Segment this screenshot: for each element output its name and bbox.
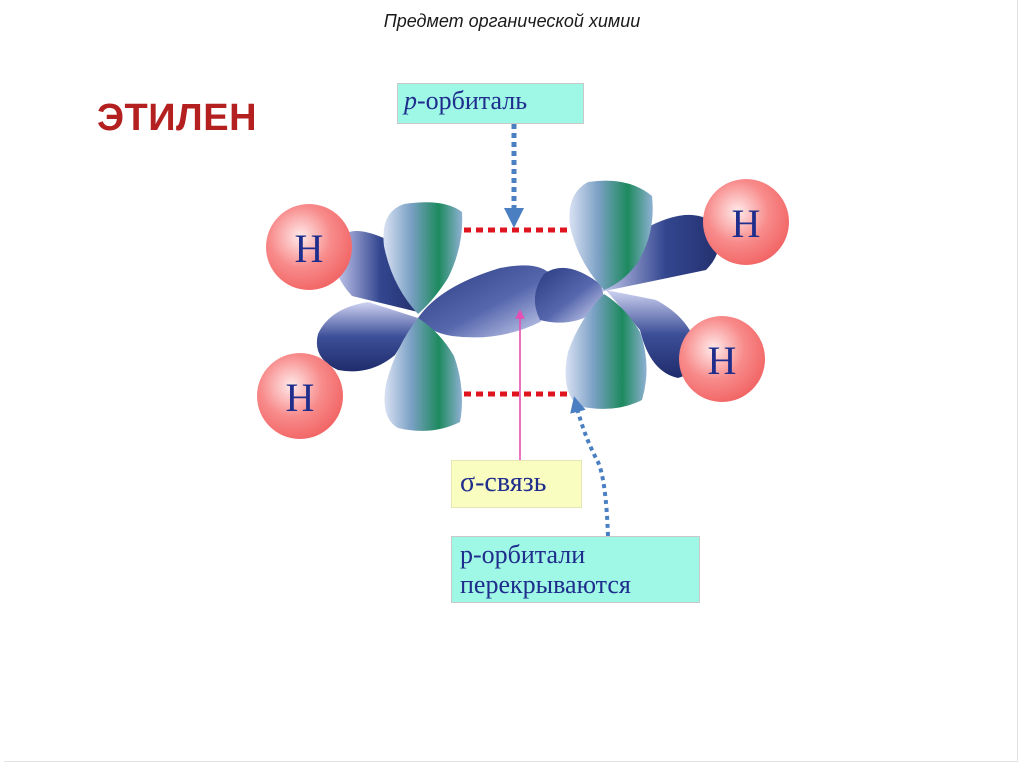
molecule-heading: ЭТИЛЕН (97, 97, 258, 139)
overlap-label-line-2: перекрываются (460, 570, 631, 599)
p-orbital-right-top (569, 180, 653, 290)
p-orbitals-overlap-label: р-орбитали перекрываются (451, 536, 700, 603)
p-orbital-left-bottom (384, 318, 462, 431)
slide-frame (4, 0, 1018, 762)
sp2-lobe-right-lower (606, 290, 699, 378)
sigma-bond-lobe-right (534, 267, 604, 323)
sp2-lobe-left-upper (334, 231, 418, 312)
p-orbital-label-letter: p (404, 86, 417, 115)
hydrogen-atom-top-left: H (266, 204, 352, 290)
hydrogen-symbol: H (732, 201, 761, 246)
hydrogen-symbol: H (286, 375, 315, 420)
sp2-lobe-left-lower (316, 302, 418, 372)
p-orbital-left-top (383, 202, 463, 314)
hydrogen-atom-bottom-right: H (679, 316, 765, 402)
p-orbital-label-text: -орбиталь (417, 86, 528, 115)
hydrogen-atom-top-right: H (703, 179, 789, 265)
sp2-lobe-right-upper (600, 214, 719, 292)
overlap-arrow (570, 396, 610, 537)
page-title: Предмет органической химии (383, 11, 641, 31)
hydrogen-symbol: H (295, 226, 324, 271)
hydrogen-atom-bottom-left: H (257, 353, 343, 439)
hydrogen-symbol: H (708, 338, 737, 383)
overlap-label-line-1: р-орбитали (460, 540, 586, 569)
p-orbital-right-bottom (565, 294, 647, 409)
p-orbital-label: p-орбиталь (397, 83, 584, 124)
sigma-bond-label: σ-связь (451, 460, 582, 508)
